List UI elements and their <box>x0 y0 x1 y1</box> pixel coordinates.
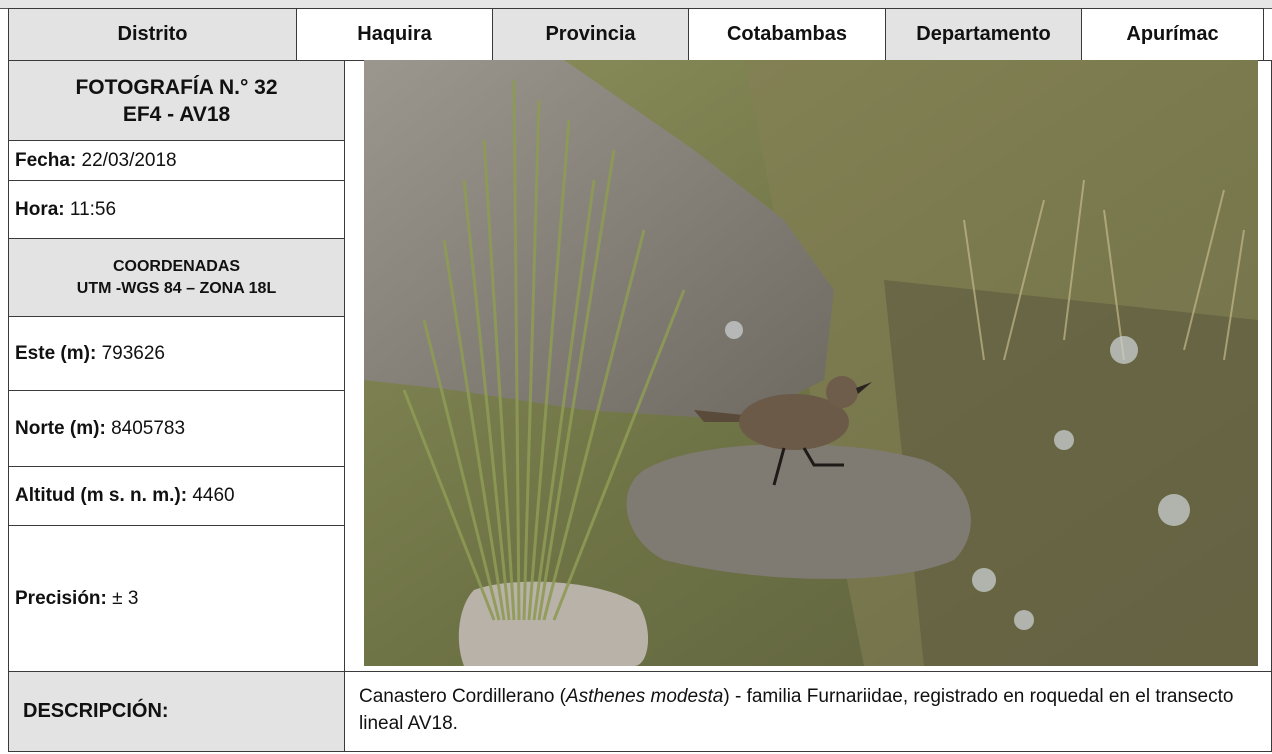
norte-value: 8405783 <box>111 417 186 439</box>
norte-row: Norte (m): 8405783 <box>8 390 345 467</box>
precision-row: Precisión: ± 3 <box>8 525 345 672</box>
coordenadas-header: COORDENADAS UTM -WGS 84 – ZONA 18L <box>8 238 345 317</box>
fecha-label: Fecha: <box>15 149 77 171</box>
soil-patch <box>884 280 1258 666</box>
bird-photo-illustration <box>364 60 1258 666</box>
grass-tuft <box>402 79 686 621</box>
este-value: 793626 <box>101 342 165 364</box>
altitud-label: Altitud (m s. n. m.): <box>15 485 188 506</box>
este-row: Este (m): 793626 <box>8 316 345 391</box>
perch-rock <box>626 443 971 579</box>
lichen-patches <box>725 321 1190 630</box>
coordenadas-title: COORDENADAS <box>112 257 241 275</box>
fecha-value: 22/03/2018 <box>81 149 177 171</box>
fecha-row: Fecha: 22/03/2018 <box>8 140 345 181</box>
hora-label: Hora: <box>15 198 65 220</box>
este-label: Este (m): <box>15 342 97 364</box>
photo-code: EF4 - AV18 <box>122 102 231 126</box>
altitud-row: Altitud (m s. n. m.): 4460 <box>8 466 345 526</box>
departamento-label: Departamento <box>885 8 1082 61</box>
descripcion-text-before: Canastero Cordillerano ( <box>359 686 566 707</box>
descripcion-text: Canastero Cordillerano (Asthenes modesta… <box>344 671 1272 752</box>
descripcion-text-after: ) - familia Furnariidae, registrado en r… <box>359 686 1234 734</box>
bird-photo <box>364 60 1258 666</box>
departamento-value: Apurímac <box>1081 8 1264 61</box>
distrito-value: Haquira <box>296 8 493 61</box>
provincia-value: Cotabambas <box>688 8 886 61</box>
photo-number: FOTOGRAFÍA N.° 32 <box>75 75 278 99</box>
precision-label: Precisión: <box>15 587 107 609</box>
provincia-label: Provincia <box>492 8 689 61</box>
altitud-value: 4460 <box>192 485 235 506</box>
precision-value: ± 3 <box>112 587 139 609</box>
hora-value: 11:56 <box>69 198 117 220</box>
dry-grass <box>963 179 1245 361</box>
bird <box>694 376 872 486</box>
coordenadas-system: UTM -WGS 84 – ZONA 18L <box>76 279 277 297</box>
distrito-label: Distrito <box>8 8 297 61</box>
descripcion-label: DESCRIPCIÓN: <box>8 671 345 752</box>
photo-title: FOTOGRAFÍA N.° 32 EF4 - AV18 <box>8 60 345 141</box>
species-name: Asthenes modesta <box>566 686 724 707</box>
norte-label: Norte (m): <box>15 417 106 439</box>
hora-row: Hora: 11:56 <box>8 180 345 239</box>
